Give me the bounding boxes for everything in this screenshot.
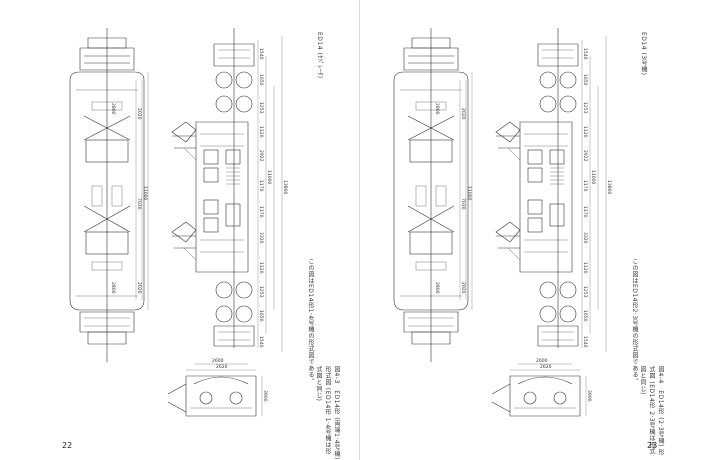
side-view: 1540 1650 1253 1120 2922 1170 11000 1380… xyxy=(495,28,612,352)
dim-side-12: 1650 xyxy=(582,310,588,322)
dim-plan-2: 7030 xyxy=(460,198,466,210)
dim-side-3: 1120 xyxy=(258,126,264,138)
plan-view: 2800 2020 7030 11000 2020 2800 xyxy=(393,28,473,362)
dim-end-2: 3900 xyxy=(586,390,592,402)
dim-plan-2: 7030 xyxy=(136,198,142,210)
dim-side-3: 1120 xyxy=(582,126,588,138)
dim-side-6: 11000 xyxy=(590,170,596,184)
dim-side-1: 1650 xyxy=(582,74,588,86)
side-view: 1540 1650 1253 1120 2922 1170 11000 1380… xyxy=(171,28,288,352)
dim-side-5: 1170 xyxy=(582,180,588,192)
dim-plan-1: 2020 xyxy=(460,108,466,120)
dim-side-8: 1170 xyxy=(582,206,588,218)
plan-view: 2800 2020 7030 11000 2020 2800 xyxy=(69,28,149,362)
drawing-id-right: ED14 (3号機) xyxy=(640,32,647,76)
caption-right: 図4-4 ED14形 (2·3号機) 形式図 (ED14形 2·3号機は形式図と… xyxy=(639,366,664,456)
dim-side-11: 1253 xyxy=(258,286,264,298)
dim-plan-5: 2800 xyxy=(110,282,116,294)
dim-plan-0: 2800 xyxy=(434,103,440,115)
dim-plan-3: 11000 xyxy=(142,186,148,200)
dim-side-9: 3320 xyxy=(582,232,588,244)
dim-end-2: 3900 xyxy=(262,390,268,402)
locomotive-drawing-right: 2800 2020 7030 11000 2020 2800 xyxy=(393,28,612,417)
locomotive-drawing-left: 2800 2020 7030 11000 2020 2800 xyxy=(69,28,288,417)
dim-side-10: 1120 xyxy=(582,262,588,274)
dim-side-7: 13800 xyxy=(606,180,612,194)
dim-side-5: 1170 xyxy=(258,180,264,192)
dim-plan-1: 2020 xyxy=(136,108,142,120)
dim-end-1: 2620 xyxy=(216,364,228,370)
dim-side-0: 1540 xyxy=(258,48,264,60)
caption-tail-left: この図はED14形1·4号機の形式図である。 xyxy=(307,258,314,385)
book-gutter xyxy=(359,0,360,460)
dim-side-13: 1540 xyxy=(582,336,588,348)
dim-side-11: 1253 xyxy=(582,286,588,298)
dim-end-0: 2600 xyxy=(536,358,548,364)
end-view: 2600 2620 3900 xyxy=(491,358,592,417)
dim-side-12: 1650 xyxy=(258,310,264,322)
drawing-id-left: ED14 (ｾﾊﾟﾚｰﾀ) xyxy=(316,32,323,79)
dim-side-1: 1650 xyxy=(258,74,264,86)
dim-side-8: 1170 xyxy=(258,206,264,218)
dim-end-1: 2620 xyxy=(540,364,552,370)
page-number-left: 22 xyxy=(62,441,73,450)
dim-plan-5: 2800 xyxy=(434,282,440,294)
caption-tail-right: この図はED14形2·3号機の形式図である。 xyxy=(631,258,638,385)
dim-plan-3: 11000 xyxy=(466,186,472,200)
dim-side-0: 1540 xyxy=(582,48,588,60)
dim-side-7: 13800 xyxy=(282,180,288,194)
dim-side-10: 1120 xyxy=(258,262,264,274)
page-number-right: 23 xyxy=(647,441,658,450)
dim-side-4: 2922 xyxy=(258,150,264,162)
right-page: 2800 2020 7030 11000 2020 2800 xyxy=(360,0,720,460)
dim-side-6: 11000 xyxy=(266,170,272,184)
dim-side-9: 3320 xyxy=(258,232,264,244)
end-view: 2600 2620 3900 xyxy=(167,358,268,417)
dim-plan-4: 2020 xyxy=(460,282,466,294)
dim-end-0: 2600 xyxy=(212,358,224,364)
caption-left: 図4-3 ED14形 (両端1·4号機) 形式図 (ED14形 1·4号機は形式… xyxy=(315,366,340,460)
dim-side-2: 1253 xyxy=(582,102,588,114)
dim-plan-4: 2020 xyxy=(136,282,142,294)
dim-side-2: 1253 xyxy=(258,102,264,114)
dim-side-13: 1540 xyxy=(258,336,264,348)
dim-side-4: 2922 xyxy=(582,150,588,162)
dim-plan-0: 2800 xyxy=(110,103,116,115)
left-page: 2800 2020 7030 11000 2020 2800 xyxy=(62,28,340,460)
